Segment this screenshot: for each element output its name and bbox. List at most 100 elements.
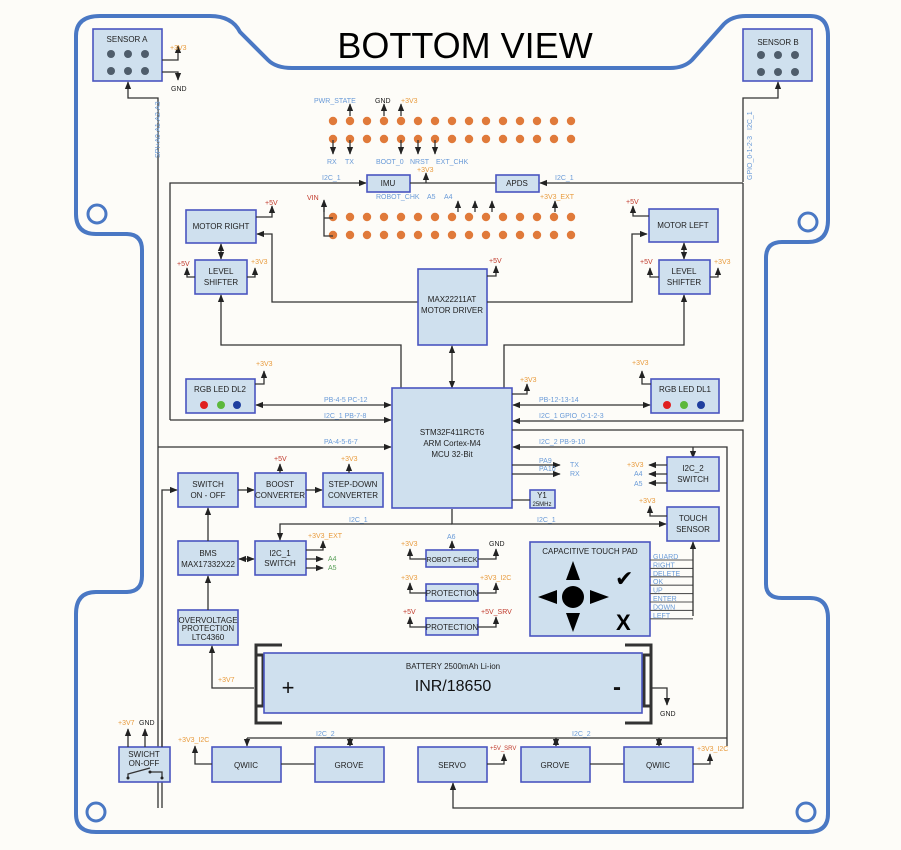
led-blue-dl2 xyxy=(233,401,241,409)
touch-pad-block[interactable] xyxy=(529,541,651,637)
header-pin xyxy=(328,116,338,126)
mcu-l2: ARM Cortex-M4 xyxy=(423,439,481,448)
touch-sensor-block[interactable] xyxy=(666,506,720,542)
header-pin xyxy=(430,230,440,240)
crystal-block[interactable] xyxy=(529,489,556,509)
mcu-tx: TX xyxy=(570,462,579,469)
header-pin xyxy=(566,212,576,222)
touch-pad-signal-delete: DELETE xyxy=(653,571,681,578)
i2c2-switch-block[interactable] xyxy=(666,456,720,492)
i2c1-switch-block[interactable] xyxy=(254,540,307,576)
cross-icon: X xyxy=(616,610,631,635)
header-pin xyxy=(328,134,338,144)
mcu-pa10: PA10 xyxy=(539,466,556,473)
qwiic-left-label: QWIIC xyxy=(234,761,258,770)
level-shifter-left-block[interactable] xyxy=(658,259,711,295)
step-down-l1: STEP-DOWN xyxy=(329,480,378,489)
check-icon: ✔ xyxy=(615,567,633,592)
touch-pad-signal-left: LEFT xyxy=(653,613,671,620)
grove-left-block[interactable] xyxy=(314,746,385,783)
battery-minus-icon: - xyxy=(613,674,621,701)
motor-right-rail: +5V xyxy=(265,200,278,207)
i2c2-switch-a4: A4 xyxy=(634,471,643,478)
crystal-l1: Y1 xyxy=(537,491,547,500)
bus-i2c1-gpio: I2C_1 GPIO_0-1-2-3 xyxy=(539,413,604,420)
bms-block[interactable] xyxy=(177,540,239,576)
apds-block[interactable] xyxy=(495,174,540,193)
level-shifter-right-rail-l: +5V xyxy=(177,261,190,268)
motor-driver-block[interactable] xyxy=(417,268,488,346)
header-pin xyxy=(481,116,491,126)
hdr-3v3: +3V3 xyxy=(401,98,418,105)
i2c2-switch-l1: I2C_2 xyxy=(682,464,704,473)
sensor-a-label: SENSOR A xyxy=(107,35,149,44)
center-button-icon xyxy=(562,586,584,608)
main-switch-l2: ON-OFF xyxy=(129,759,160,768)
qwiic-right-block[interactable] xyxy=(623,746,694,783)
level-shifter-right-rail-r: +3V3 xyxy=(251,259,268,266)
mcu-l3: MCU 32-Bit xyxy=(431,450,473,459)
i2c1-switch-rail: +3V3_EXT xyxy=(308,533,343,540)
arrow-right-icon xyxy=(590,590,609,604)
mcu-block[interactable] xyxy=(391,387,513,509)
servo-block[interactable] xyxy=(417,746,488,783)
header-pin xyxy=(430,212,440,222)
touch-pad-signal-down: DOWN xyxy=(653,604,675,611)
header-pin xyxy=(430,134,440,144)
ovp-l2: PROTECTION xyxy=(182,624,235,633)
servo-rail: +5V_SRV xyxy=(490,746,516,752)
motor-right-block[interactable] xyxy=(185,209,257,244)
ovp-rail: +3V7 xyxy=(218,677,235,684)
hdr-boot0: BOOT_0 xyxy=(376,159,404,166)
mount-hole-tr xyxy=(797,211,819,233)
header-pin xyxy=(498,212,508,222)
mcu-l1: STM32F411RCT6 xyxy=(420,428,485,437)
imu-rail: +3V3 xyxy=(417,167,434,174)
header-pin xyxy=(464,116,474,126)
qwiic-left-block[interactable] xyxy=(211,746,282,783)
header-pin xyxy=(396,212,406,222)
i2c1-switch-bus: I2C_1 xyxy=(349,517,368,524)
header-pin xyxy=(464,134,474,144)
header-pin xyxy=(515,116,525,126)
header-pin xyxy=(549,212,559,222)
boost-converter-block[interactable] xyxy=(254,472,307,508)
hdr-3v3-ext: +3V3_EXT xyxy=(540,194,575,201)
sensor-a-pins xyxy=(107,50,149,75)
level-shifter-left-l2: SHIFTER xyxy=(667,278,701,287)
i2c1-switch-a4: A4 xyxy=(328,556,337,563)
robot-check-sig: A6 xyxy=(447,534,456,541)
header-pin xyxy=(362,134,372,144)
boost-l1: BOOST xyxy=(266,480,294,489)
bus-i2c2-left: I2C_2 xyxy=(316,731,335,738)
header-pin xyxy=(379,212,389,222)
level-shifter-left-rail-l: +5V xyxy=(640,259,653,266)
i2c1-switch-l1: I2C_1 xyxy=(269,549,291,558)
header-pin xyxy=(379,134,389,144)
step-down-rail: +3V3 xyxy=(341,456,358,463)
header-pin xyxy=(515,230,525,240)
motor-left-block[interactable] xyxy=(648,208,719,243)
level-shifter-right-block[interactable] xyxy=(194,259,248,295)
battery-model: INR/18650 xyxy=(415,678,492,695)
switch-on-off-block[interactable] xyxy=(177,472,239,508)
switch-on-off-l1: SWITCH xyxy=(192,480,224,489)
board-outline xyxy=(74,14,830,834)
step-down-block[interactable] xyxy=(322,472,384,508)
header-pin xyxy=(532,116,542,126)
level-shifter-right-l1: LEVEL xyxy=(209,267,234,276)
battery-plus-icon: + xyxy=(282,675,295,700)
header-pin xyxy=(481,212,491,222)
grove-left-label: GROVE xyxy=(335,761,364,770)
grove-right-block[interactable] xyxy=(520,746,591,783)
sensor-a-bus-label: SPI+A0-A1-A2-A3 xyxy=(155,101,162,158)
pin-header-bottom xyxy=(328,212,576,240)
bus-i2c1-pb78: I2C_1 PB-7-8 xyxy=(324,413,367,420)
led-blue-dl1 xyxy=(697,401,705,409)
i2c1-switch-l2: SWITCH xyxy=(264,559,296,568)
bus-pb45-pc12: PB-4-5 PC-12 xyxy=(324,397,368,404)
qwiic-right-label: QWIIC xyxy=(646,761,670,770)
header-pin xyxy=(549,116,559,126)
touch-sensor-rail: +3V3 xyxy=(639,498,656,505)
header-pin xyxy=(481,230,491,240)
